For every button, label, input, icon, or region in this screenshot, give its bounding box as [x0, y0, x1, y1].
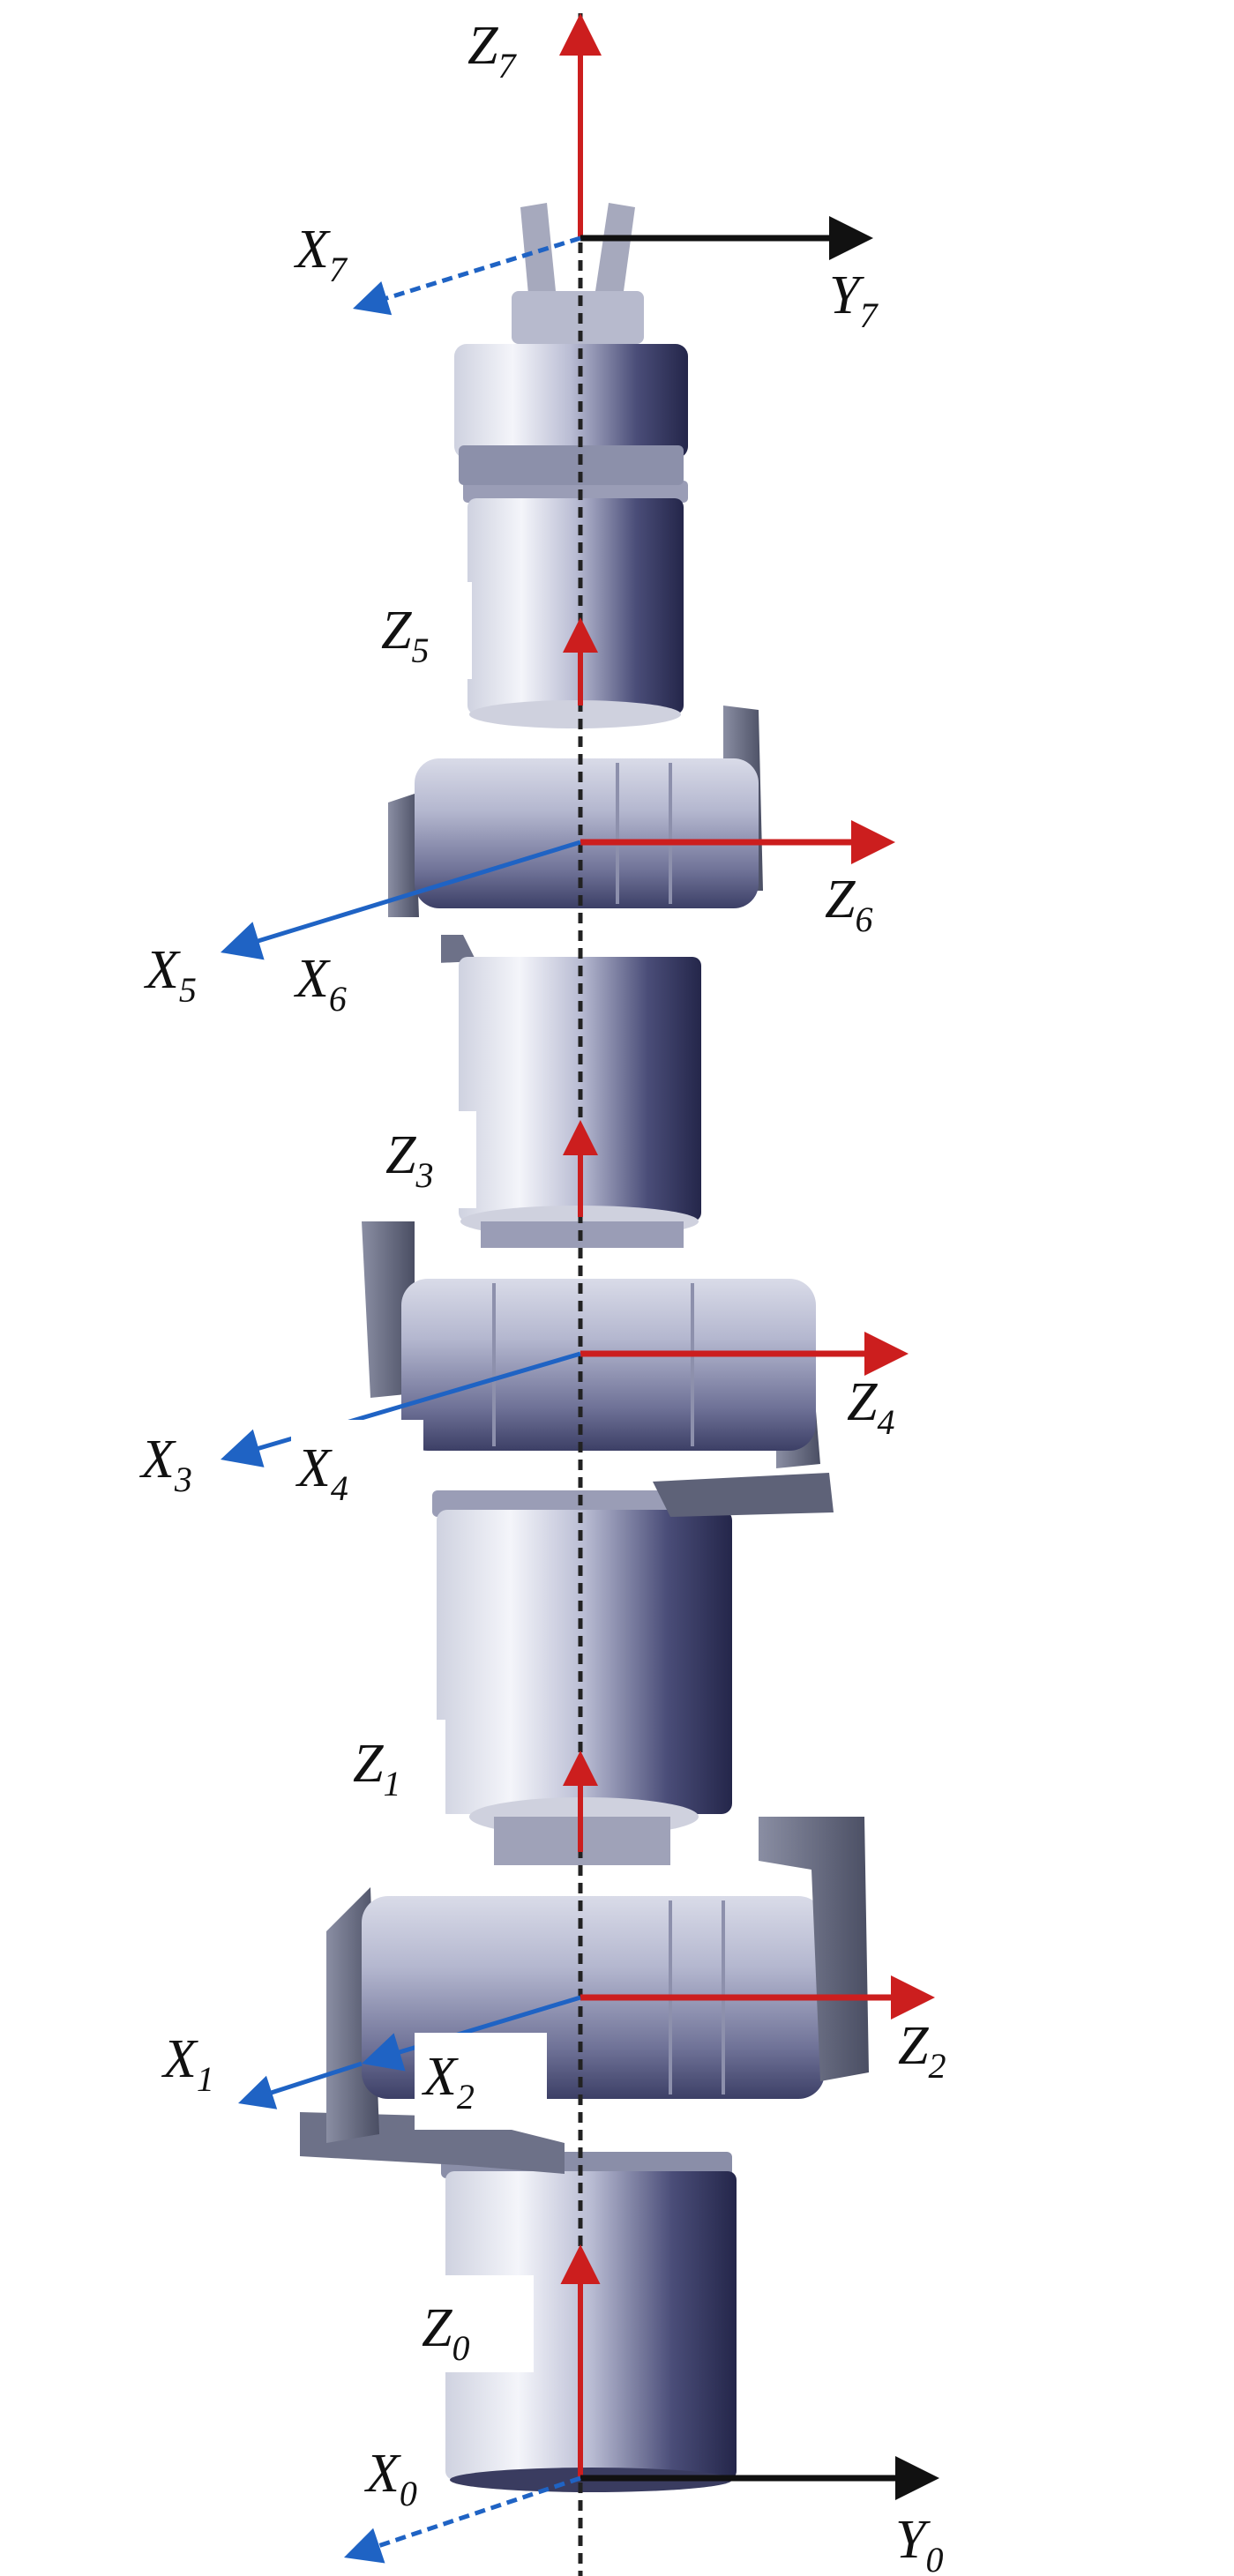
x4-label: X4: [295, 1438, 348, 1508]
joint4-motor: [362, 1221, 834, 1517]
z6-label: Z6: [825, 870, 872, 939]
z4-axis-head: [864, 1332, 909, 1376]
z2-label: Z2: [898, 2016, 946, 2086]
x7-axis-head: [353, 281, 393, 316]
z0-label: Z0: [422, 2298, 469, 2368]
wrist-gripper: [454, 203, 688, 485]
axes-layer: [221, 13, 939, 2564]
x6-axis-head: [221, 922, 265, 960]
x2-axis-head: [362, 2033, 406, 2072]
x1-axis-shaft: [264, 2061, 363, 2097]
labels: Z7 X7 Y7 Z5 Z6 X5 X6 Z3 Z4 X3 X4 Z1 Z2 X…: [138, 16, 946, 2576]
joint5-motor: [463, 481, 688, 728]
x0-label: X0: [363, 2444, 417, 2513]
z5-label: Z5: [381, 601, 429, 670]
z7-axis-head: [559, 13, 602, 56]
x2-label: X2: [421, 2047, 475, 2117]
y0-axis-head: [895, 2456, 939, 2500]
x1-axis-head: [238, 2075, 278, 2109]
z0-axis-head: [560, 2244, 601, 2284]
z6-axis-head: [851, 820, 895, 864]
z5-axis-head: [563, 617, 598, 653]
x7-axis-shaft: [378, 235, 581, 302]
z1-label: Z1: [353, 1734, 400, 1803]
x6-axis-shaft: [250, 840, 581, 945]
y7-label: Y7: [829, 265, 879, 335]
x1-label: X1: [161, 2029, 214, 2099]
x0-axis-shaft: [371, 2475, 581, 2550]
y0-label: Y0: [895, 2510, 943, 2576]
base-motor: [441, 2152, 737, 2492]
z1-axis-head: [563, 1751, 598, 1786]
x5-label: X5: [143, 940, 197, 1010]
z3-label: Z3: [385, 1125, 433, 1195]
z2-axis-head: [891, 1975, 935, 2020]
x4-axis-head: [221, 1429, 265, 1467]
z7-label: Z7: [467, 16, 517, 86]
x7-label: X7: [293, 220, 348, 289]
y7-axis-head: [829, 216, 873, 260]
x6-label: X6: [293, 949, 347, 1019]
x3-label: X3: [138, 1430, 192, 1499]
z4-label: Z4: [847, 1372, 894, 1442]
x0-axis-head: [344, 2527, 385, 2564]
z3-axis-head: [563, 1120, 598, 1155]
